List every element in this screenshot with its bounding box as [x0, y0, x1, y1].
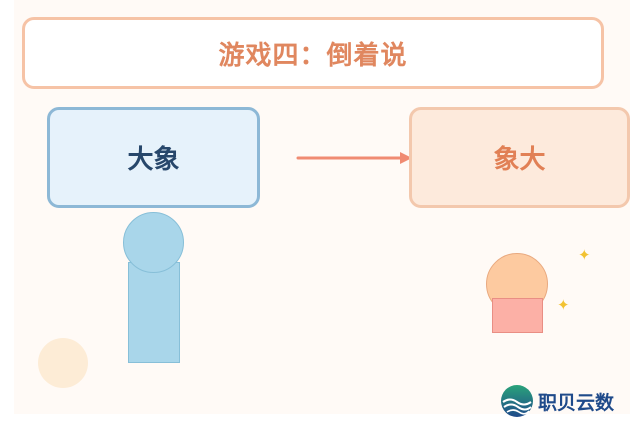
brand-logo-icon	[501, 385, 533, 417]
pink-figure-body	[492, 298, 543, 333]
brand-name: 职贝云数	[538, 391, 615, 414]
blue-figure-body	[128, 262, 180, 363]
reversed-word-card: 象大	[409, 107, 630, 208]
decorative-circle	[38, 338, 88, 388]
page-title: 游戏四：倒着说	[218, 40, 408, 71]
arrow-right-icon	[296, 152, 412, 164]
title-box: 游戏四：倒着说	[22, 17, 604, 89]
original-word-card: 大象	[47, 107, 260, 208]
brand-watermark: 职贝云数	[500, 384, 614, 418]
original-word-label: 大象	[127, 145, 180, 175]
sparkle-icon: ✦	[557, 296, 570, 314]
sparkle-icon: ✦	[578, 246, 591, 264]
reversed-word-label: 象大	[493, 145, 546, 175]
blue-figure-head	[123, 212, 184, 273]
